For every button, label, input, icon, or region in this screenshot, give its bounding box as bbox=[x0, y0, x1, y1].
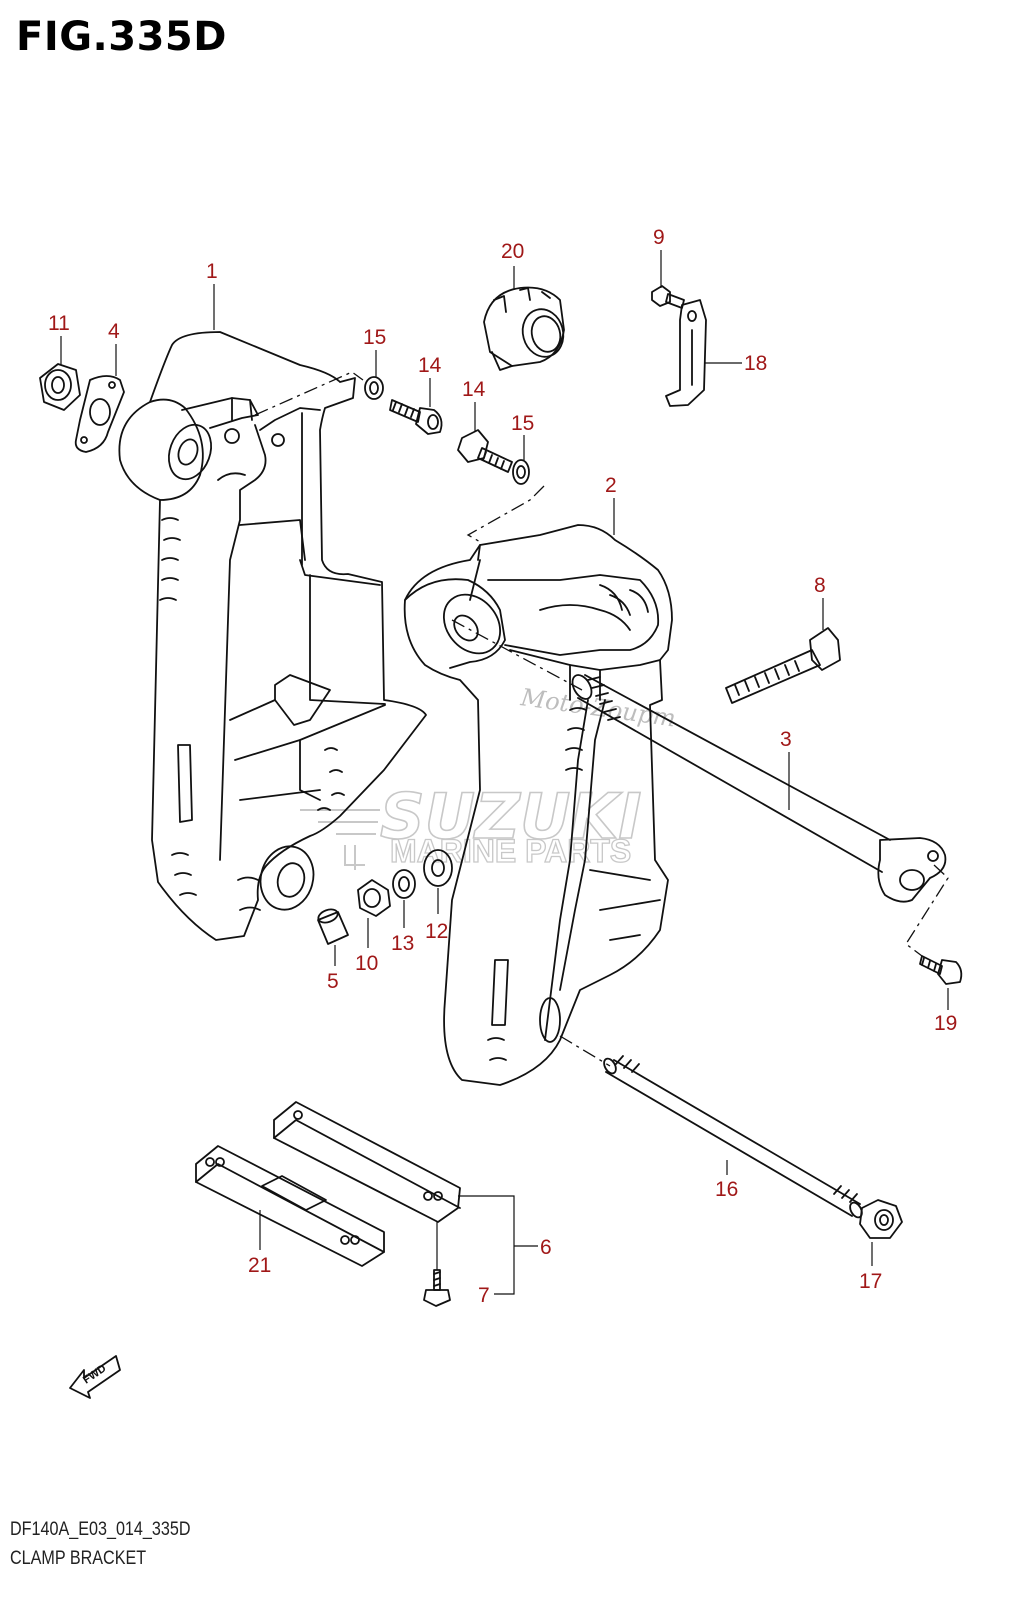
watermark-brand: SUZUKI bbox=[380, 780, 641, 853]
callout-20: 20 bbox=[501, 240, 524, 263]
plate-6 bbox=[273, 1101, 461, 1223]
callout-10: 10 bbox=[355, 952, 378, 975]
nut-17 bbox=[859, 1199, 903, 1239]
screw-9 bbox=[651, 285, 685, 309]
callout-15-lower: 15 bbox=[511, 412, 534, 435]
callout-18: 18 bbox=[744, 352, 767, 375]
bolt-19 bbox=[919, 955, 963, 985]
callout-12: 12 bbox=[425, 920, 448, 943]
clamp-bracket-starboard bbox=[403, 524, 673, 1086]
screw-7 bbox=[423, 1269, 451, 1307]
callout-3: 3 bbox=[780, 728, 792, 751]
washer-13 bbox=[392, 869, 416, 899]
callout-14-upper: 14 bbox=[418, 354, 442, 377]
callout-labels: 1 2 3 4 5 6 7 8 9 10 11 12 13 14 14 15 1… bbox=[48, 226, 957, 1307]
callout-21: 21 bbox=[248, 1254, 271, 1277]
plug-20 bbox=[483, 286, 565, 371]
clip-18 bbox=[665, 299, 707, 407]
washer-15-lower bbox=[512, 459, 530, 485]
callout-1: 1 bbox=[206, 260, 218, 283]
tilt-rod-16 bbox=[603, 1055, 863, 1219]
callout-9: 9 bbox=[653, 226, 665, 249]
callout-16: 16 bbox=[715, 1178, 738, 1201]
nut-11 bbox=[39, 363, 81, 411]
bolt-14-upper bbox=[389, 399, 443, 435]
callout-4: 4 bbox=[108, 320, 120, 343]
callout-5: 5 bbox=[327, 970, 339, 993]
bolt-8 bbox=[725, 627, 841, 704]
figure-name: CLAMP BRACKET bbox=[10, 1548, 147, 1569]
watermark: Moto-Zoupm SUZUKI MARINE PARTS bbox=[300, 683, 677, 870]
callout-17: 17 bbox=[859, 1270, 882, 1293]
callout-2: 2 bbox=[605, 474, 617, 497]
nut-10 bbox=[357, 879, 391, 917]
washer-12 bbox=[423, 849, 453, 887]
callout-11: 11 bbox=[48, 312, 70, 335]
callout-8: 8 bbox=[814, 574, 826, 597]
gasket-plate-4 bbox=[74, 375, 125, 453]
callout-14-lower: 14 bbox=[462, 378, 486, 401]
tilt-tube bbox=[571, 674, 947, 903]
plate-21 bbox=[195, 1145, 385, 1267]
bolt-14-lower bbox=[457, 429, 513, 473]
clamp-bracket-port bbox=[118, 331, 427, 941]
suzuki-logo-icon bbox=[300, 809, 380, 870]
callout-6: 6 bbox=[540, 1236, 552, 1259]
alignment-lines bbox=[254, 371, 949, 1067]
forward-arrow-icon: FWD bbox=[69, 1355, 121, 1399]
washer-15-upper bbox=[364, 376, 384, 400]
figure-title: FIG.335D bbox=[16, 14, 227, 60]
collar-5 bbox=[317, 908, 349, 945]
model-code: DF140A_E03_014_335D bbox=[10, 1519, 191, 1540]
leader-lines bbox=[60, 250, 949, 1295]
callout-15-upper: 15 bbox=[363, 326, 386, 349]
watermark-tagline: MARINE PARTS bbox=[390, 833, 631, 869]
fwd-label: FWD bbox=[81, 1363, 109, 1387]
callout-19: 19 bbox=[934, 1012, 957, 1035]
callout-13: 13 bbox=[391, 932, 414, 955]
callout-7: 7 bbox=[478, 1284, 490, 1307]
